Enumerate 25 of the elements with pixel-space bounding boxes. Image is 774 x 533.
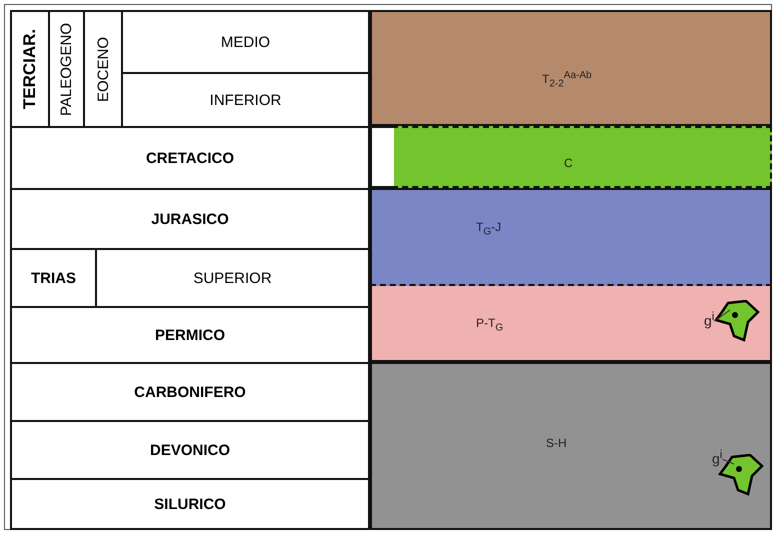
intrusion-label: g$^{i}$ bbox=[712, 448, 722, 467]
unit-symbol: P-T$_{G}$ bbox=[476, 316, 504, 334]
unit-label: PALEOGENO bbox=[58, 22, 75, 116]
leader-line bbox=[722, 458, 734, 464]
table-cell: CRETACICO bbox=[10, 126, 370, 190]
rock-unit-band bbox=[370, 188, 772, 286]
rock-unit-band bbox=[370, 362, 772, 530]
rock-unit-band bbox=[392, 126, 772, 188]
unit-symbol: C bbox=[564, 156, 573, 170]
table-cell: DEVONICO bbox=[10, 420, 370, 480]
unit-label: TERCIAR. bbox=[20, 28, 40, 110]
table-cell: MEDIO bbox=[121, 10, 370, 74]
leader-line bbox=[714, 310, 730, 322]
table-cell: SILURICO bbox=[10, 478, 370, 530]
table-cell: CARBONIFERO bbox=[10, 362, 370, 422]
rock-unit-band bbox=[370, 10, 772, 126]
table-cell: JURASICO bbox=[10, 188, 370, 250]
unit-symbol: S-H bbox=[546, 436, 567, 450]
intrusion-label: g$^{i}$ bbox=[704, 310, 714, 329]
intrusion-body bbox=[714, 300, 760, 342]
intrusion-body bbox=[718, 454, 764, 496]
unit-label: EOCENO bbox=[94, 36, 112, 102]
unit-symbol: T$_{G}$-J bbox=[476, 220, 502, 238]
table-cell: PERMICO bbox=[10, 306, 370, 364]
rock-unit-band bbox=[370, 286, 772, 362]
